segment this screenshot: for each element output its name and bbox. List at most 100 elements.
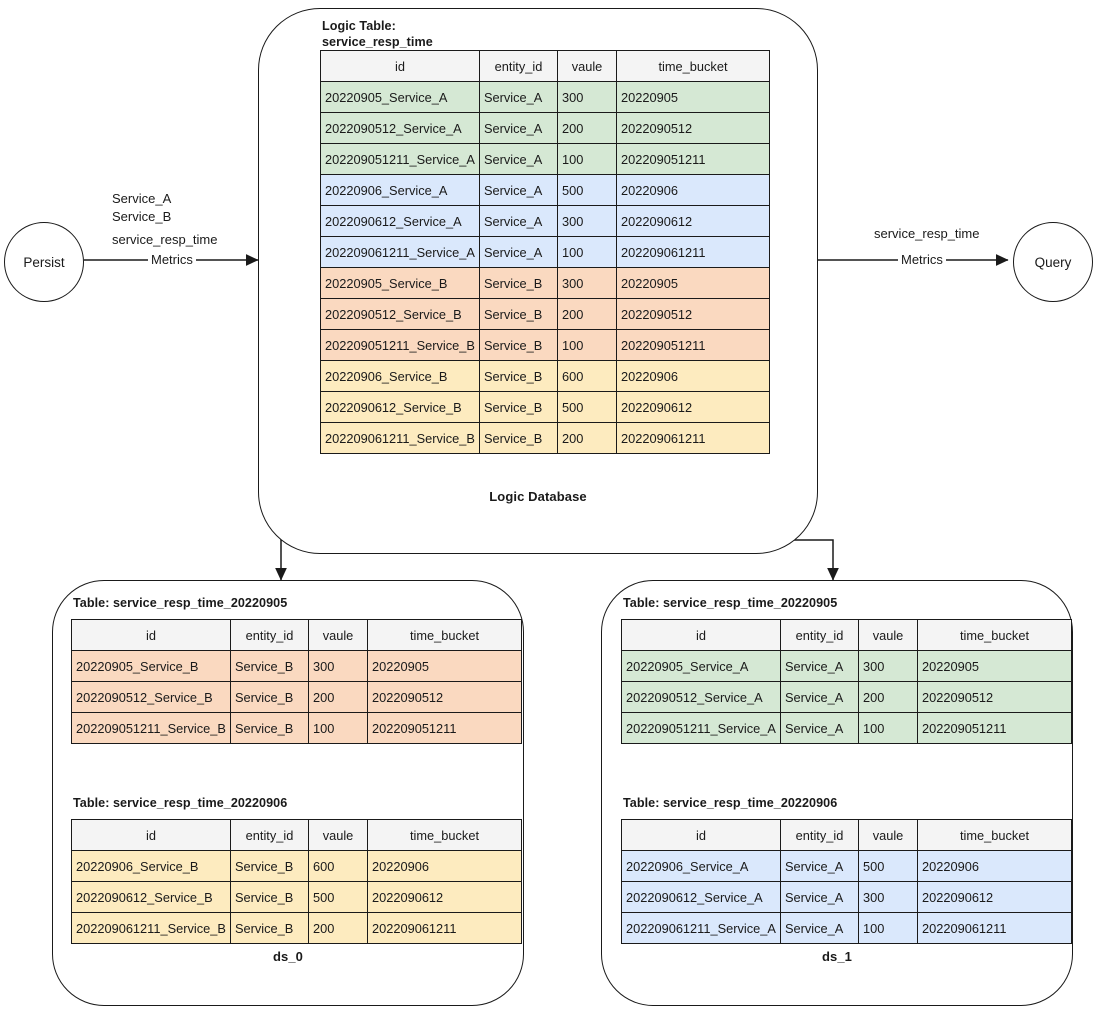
cell-vaule: 200 [557, 422, 617, 454]
cell-id: 202209061211_Service_A [320, 236, 480, 268]
cell-id: 202209051211_Service_A [621, 712, 781, 744]
cell-id: 20220906_Service_B [320, 360, 480, 392]
cell-vaule: 100 [557, 236, 617, 268]
cell-entity_id: Service_A [479, 174, 558, 206]
cell-time_bucket: 202209061211 [917, 912, 1072, 944]
cell-vaule: 600 [308, 850, 368, 882]
column-header-entity_id: entity_id [230, 819, 309, 851]
cell-time_bucket: 2022090612 [367, 881, 522, 913]
ds1-caption: ds_1 [821, 949, 853, 964]
column-header-entity_id: entity_id [780, 819, 859, 851]
cell-vaule: 300 [858, 881, 918, 913]
cell-time_bucket: 2022090512 [616, 112, 770, 144]
cell-entity_id: Service_B [230, 912, 309, 944]
persist-edge-metric-label: service_resp_time [112, 232, 218, 247]
cell-time_bucket: 20220906 [616, 360, 770, 392]
cell-id: 2022090612_Service_B [71, 881, 231, 913]
cell-id: 20220905_Service_B [71, 650, 231, 682]
column-header-time_bucket: time_bucket [917, 819, 1072, 851]
cell-time_bucket: 202209051211 [917, 712, 1072, 744]
cell-entity_id: Service_B [479, 267, 558, 299]
cell-time_bucket: 202209051211 [616, 143, 770, 175]
cell-vaule: 300 [858, 650, 918, 682]
cell-vaule: 600 [557, 360, 617, 392]
query-node-label: Query [1034, 254, 1072, 270]
column-header-entity_id: entity_id [780, 619, 859, 651]
cell-id: 20220906_Service_B [71, 850, 231, 882]
ds1-table1-title: Table: service_resp_time_20220906 [623, 796, 838, 810]
column-header-time_bucket: time_bucket [367, 819, 522, 851]
cell-entity_id: Service_A [780, 850, 859, 882]
persist-edge-online-label: Metrics [148, 251, 196, 269]
cell-id: 2022090512_Service_B [320, 298, 480, 330]
cell-vaule: 100 [557, 329, 617, 361]
cell-id: 20220906_Service_A [621, 850, 781, 882]
cell-entity_id: Service_B [479, 422, 558, 454]
cell-id: 2022090512_Service_A [621, 681, 781, 713]
cell-time_bucket: 20220906 [616, 174, 770, 206]
cell-id: 2022090512_Service_B [71, 681, 231, 713]
persist-node-label: Persist [23, 254, 65, 270]
cell-time_bucket: 20220905 [616, 81, 770, 113]
cell-entity_id: Service_B [479, 391, 558, 423]
query-node[interactable]: Query [1013, 222, 1093, 302]
column-header-vaule: vaule [308, 819, 368, 851]
cell-entity_id: Service_A [780, 681, 859, 713]
cell-id: 20220905_Service_A [320, 81, 480, 113]
ds0-caption: ds_0 [272, 949, 304, 964]
cell-vaule: 200 [308, 681, 368, 713]
column-header-id: id [71, 819, 231, 851]
cell-vaule: 500 [308, 881, 368, 913]
cell-entity_id: Service_A [780, 650, 859, 682]
cell-time_bucket: 2022090612 [616, 391, 770, 423]
cell-id: 202209061211_Service_B [320, 422, 480, 454]
cell-entity_id: Service_A [780, 712, 859, 744]
cell-time_bucket: 202209061211 [616, 422, 770, 454]
cell-time_bucket: 20220906 [917, 850, 1072, 882]
column-header-vaule: vaule [557, 50, 617, 82]
persist-node[interactable]: Persist [4, 222, 84, 302]
column-header-id: id [320, 50, 480, 82]
cell-vaule: 100 [308, 712, 368, 744]
cell-vaule: 300 [557, 267, 617, 299]
cell-id: 202209051211_Service_B [320, 329, 480, 361]
ds0-table0-title: Table: service_resp_time_20220905 [73, 596, 288, 610]
column-header-vaule: vaule [858, 819, 918, 851]
cell-entity_id: Service_A [479, 205, 558, 237]
cell-id: 202209051211_Service_B [71, 712, 231, 744]
cell-time_bucket: 20220905 [616, 267, 770, 299]
cell-vaule: 300 [557, 81, 617, 113]
cell-time_bucket: 202209051211 [367, 712, 522, 744]
cell-time_bucket: 2022090512 [367, 681, 522, 713]
cell-entity_id: Service_B [230, 650, 309, 682]
cell-time_bucket: 2022090512 [616, 298, 770, 330]
cell-time_bucket: 2022090612 [616, 205, 770, 237]
ds1-table0-title: Table: service_resp_time_20220905 [623, 596, 838, 610]
cell-entity_id: Service_A [780, 912, 859, 944]
cell-id: 202209051211_Service_A [320, 143, 480, 175]
cell-entity_id: Service_A [479, 143, 558, 175]
cell-vaule: 100 [557, 143, 617, 175]
cell-time_bucket: 20220905 [367, 650, 522, 682]
query-edge-online-label: Metrics [898, 251, 946, 269]
